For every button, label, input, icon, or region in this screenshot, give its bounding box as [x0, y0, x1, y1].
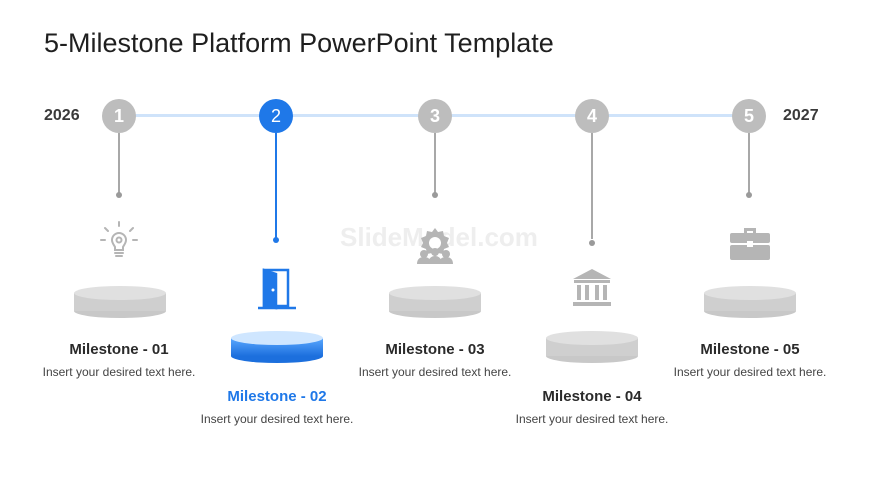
milestone-node-1: 1 — [102, 99, 136, 133]
lightbulb-gear-icon — [100, 221, 138, 257]
milestone-desc-3: Insert your desired text here. — [358, 365, 512, 379]
milestone-stem-1 — [118, 133, 120, 194]
milestone-platform-4 — [546, 331, 638, 363]
milestone-platform-5 — [704, 286, 796, 318]
milestone-node-4: 4 — [575, 99, 609, 133]
milestone-title-1: Milestone - 01 — [69, 341, 169, 358]
milestone-dot-5 — [746, 192, 752, 198]
milestone-node-3: 3 — [418, 99, 452, 133]
milestone-desc-2: Insert your desired text here. — [200, 412, 354, 426]
milestone-title-3: Milestone - 03 — [385, 341, 485, 358]
milestone-platform-2 — [231, 331, 323, 363]
milestone-stem-2 — [275, 133, 277, 239]
milestone-title-5: Milestone - 05 — [700, 341, 800, 358]
start-year: 2026 — [44, 107, 80, 124]
milestone-platform-3 — [389, 286, 481, 318]
milestone-title-2: Milestone - 02 — [227, 388, 327, 405]
milestone-desc-1: Insert your desired text here. — [42, 365, 196, 379]
milestone-title-4: Milestone - 04 — [542, 388, 642, 405]
briefcase-icon — [730, 228, 770, 260]
milestone-dot-1 — [116, 192, 122, 198]
team-gear-icon — [417, 228, 453, 264]
milestone-stem-3 — [434, 133, 436, 194]
milestone-desc-4: Insert your desired text here. — [515, 412, 669, 426]
bank-building-icon — [573, 269, 611, 306]
milestone-node-5: 5 — [732, 99, 766, 133]
end-year: 2027 — [783, 107, 819, 124]
milestone-stem-4 — [591, 133, 593, 239]
milestone-desc-5: Insert your desired text here. — [673, 365, 827, 379]
milestone-platform-1 — [74, 286, 166, 318]
milestone-stem-5 — [748, 133, 750, 194]
slide-title: 5-Milestone Platform PowerPoint Template — [44, 28, 554, 58]
milestone-dot-3 — [432, 192, 438, 198]
door-exit-icon — [258, 268, 296, 310]
milestone-node-2: 2 — [259, 99, 293, 133]
milestone-dot-4 — [589, 240, 595, 246]
milestone-dot-2 — [273, 237, 279, 243]
